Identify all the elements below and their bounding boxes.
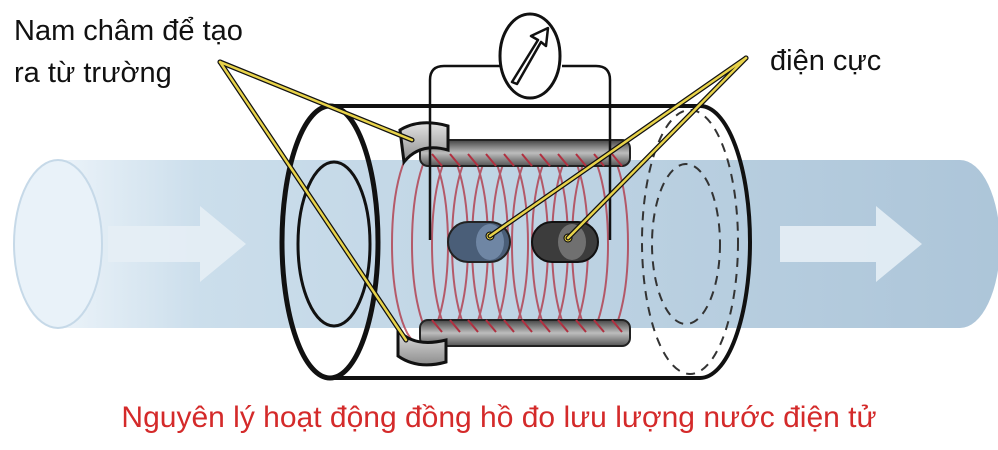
- coil-bottom: [419, 319, 631, 347]
- electrode-label: điện cực: [770, 45, 882, 77]
- galvanometer-icon: [498, 12, 562, 100]
- magnet-top: [398, 121, 450, 166]
- meter-wires: [428, 64, 612, 240]
- magnet-label-line2: ra từ trường: [14, 57, 172, 89]
- pipe-body: [330, 104, 752, 380]
- coil-top: [419, 139, 631, 167]
- magnet-label: Nam châm để tạo ra từ trường: [14, 10, 243, 94]
- magnet-label-line1: Nam châm để tạo: [14, 15, 243, 47]
- diagram-caption: Nguyên lý hoạt động đồng hồ đo lưu lượng…: [121, 401, 877, 434]
- leader-lines: [217, 55, 749, 343]
- pipe-far-end: [641, 109, 739, 375]
- arrow-right-icon: [108, 206, 922, 282]
- electrode-right: [531, 221, 599, 263]
- magnet-bottom: [396, 326, 448, 367]
